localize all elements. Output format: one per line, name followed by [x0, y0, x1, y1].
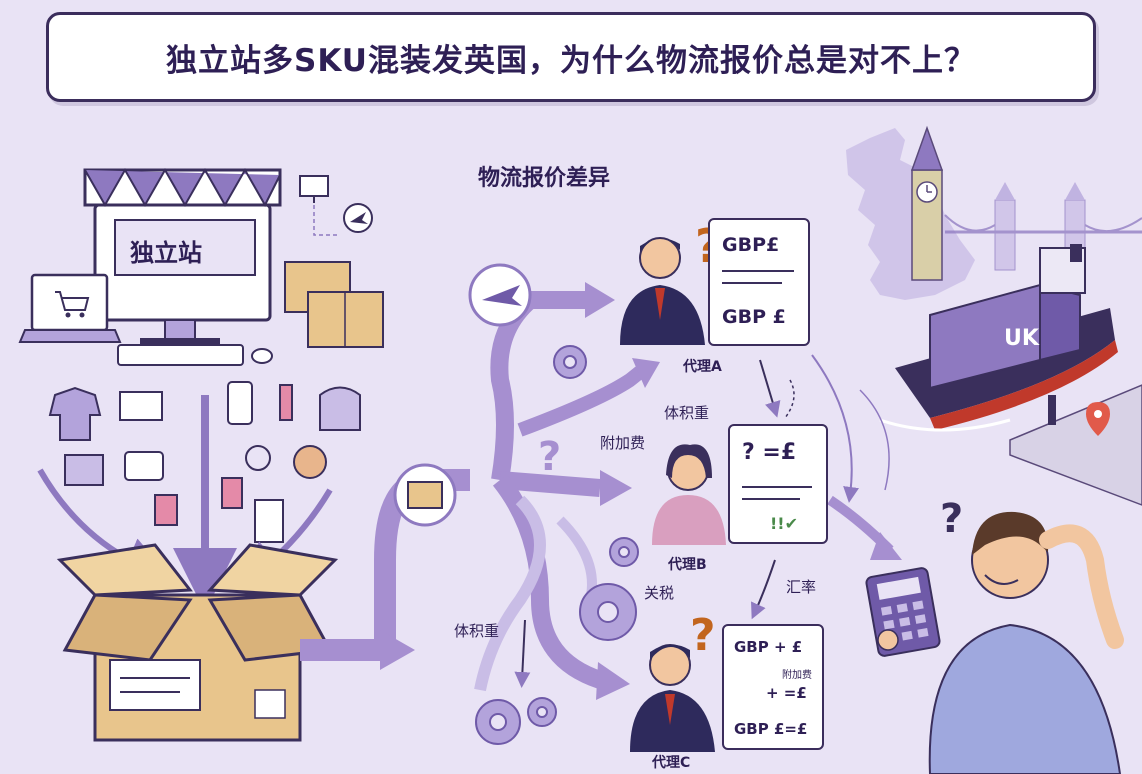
shirt-icon — [48, 386, 102, 441]
agent-a-avatar — [620, 237, 705, 345]
agent-c-name: 代理C — [652, 755, 691, 771]
agent-a-quote-card: GBP£ GBP £ — [708, 218, 810, 346]
awning-store-icon — [83, 167, 282, 346]
shorts-icon — [64, 454, 104, 486]
agent-b-line-1: ? =£ — [742, 440, 797, 465]
agent-c-avatar — [630, 644, 715, 752]
mouse-icon — [251, 348, 273, 364]
agent-c-line-3: + =£ — [766, 684, 807, 702]
laptop-product-icon — [119, 391, 163, 421]
agent-c-line-2: 附加费 — [782, 670, 812, 681]
agent-b-name: 代理B — [668, 557, 707, 573]
lotion-icon — [254, 499, 284, 543]
agent-c-line-1: GBP + £ — [734, 638, 803, 656]
gear-icon — [475, 345, 639, 745]
page-title: 独立站多SKU混装发英国，为什么物流报价总是对不上？ — [166, 42, 976, 79]
compact-icon — [245, 445, 271, 471]
agent-a-line-1: GBP£ — [722, 234, 780, 256]
section-subtitle: 物流报价差异 — [478, 166, 611, 191]
backpack-icon — [319, 386, 361, 431]
agent-c-quote-card: GBP + £ 附加费 + =£ GBP £=£ — [722, 624, 824, 750]
cardboard-box-icon — [284, 261, 384, 348]
agent-b-avatar — [652, 444, 726, 545]
factor-tariff: 关税 — [644, 584, 675, 602]
confused-man — [928, 511, 1124, 774]
agent-a-name: 代理A — [683, 359, 722, 375]
uk-map-icon — [846, 128, 975, 300]
agent-a-line-2: GBP £ — [722, 306, 786, 328]
keyboard-icon — [117, 344, 244, 366]
phone-icon — [227, 381, 253, 425]
location-pin-icon — [1086, 402, 1110, 436]
open-shipping-box — [56, 543, 339, 742]
cart-icon — [55, 291, 90, 318]
agent-c-line-4: GBP £=£ — [734, 720, 808, 738]
ship-container-label: UK — [1004, 326, 1039, 351]
calculator-icon — [865, 567, 941, 657]
airplane-icon — [343, 203, 373, 233]
agent-b-line-2: !!✔ — [770, 514, 798, 533]
airplane-icon — [468, 263, 532, 327]
lipstick-icon — [279, 384, 293, 421]
monitor-icon — [299, 175, 329, 203]
laptop-icon — [18, 273, 122, 343]
cargo-ship-icon — [879, 244, 1118, 432]
factor-exchange-rate: 汇率 — [786, 578, 817, 596]
title-banner: 独立站多SKU混装发英国，为什么物流报价总是对不上？ — [46, 12, 1096, 102]
nail-polish-icon — [221, 477, 243, 509]
factor-surcharge: 附加费 — [600, 434, 646, 452]
perfume-icon — [154, 494, 178, 526]
svg-text:?: ? — [538, 434, 561, 480]
agent-b-quote-card: ? =£ !!✔ — [728, 424, 828, 544]
svg-text:?: ? — [940, 496, 963, 542]
cardboard-box-icon — [393, 463, 457, 527]
svg-text:?: ? — [690, 610, 716, 661]
factor-volume-weight-top: 体积重 — [664, 404, 710, 422]
store-sign: 独立站 — [130, 239, 202, 267]
camera-icon — [124, 451, 164, 481]
factor-volume-weight-bottom: 体积重 — [454, 622, 500, 640]
big-ben-icon — [910, 125, 944, 281]
teddy-bear-icon — [293, 445, 327, 479]
